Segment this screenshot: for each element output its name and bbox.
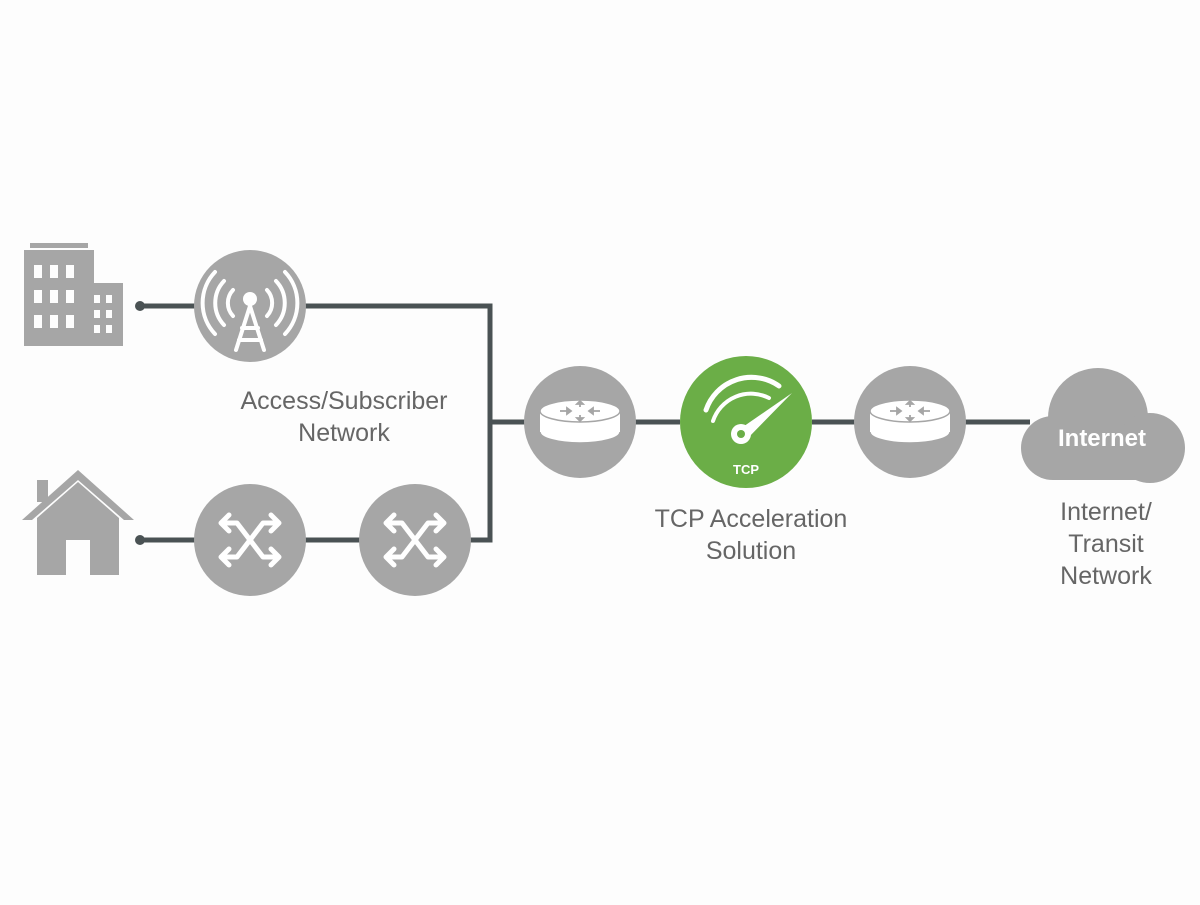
router-node-1 [524,366,636,478]
router-node-2 [854,366,966,478]
switch-icon [218,512,282,568]
endpoint-dot-home [135,535,145,545]
internet-transit-label-line2: Transit [1068,530,1144,558]
tcp-solution-label-line1: TCP Acceleration [654,505,848,533]
internet-transit-label-line3: Network [1060,562,1152,590]
tcp-solution-label: TCP Acceleration Solution [636,503,866,567]
switch-icon [383,512,447,568]
tcp-solution-label-line2: Solution [705,537,797,565]
cloud-icon [1021,368,1185,483]
cell-tower-icon [200,270,300,352]
internet-cloud-label: Internet [1058,425,1146,452]
access-network-label-line2: Network [298,419,390,447]
switch-node-1 [194,484,306,596]
router-icon [539,399,621,444]
internet-transit-label-line1: Internet/ [1060,498,1152,526]
cell-tower-node [194,250,306,362]
internet-transit-label: Internet/ Transit Network [1036,496,1176,592]
switch-node-2 [359,484,471,596]
endpoint-dot-office [135,301,145,311]
line-switch-to-trunk [470,425,493,543]
access-network-label: Access/Subscriber Network [226,385,462,449]
office-building-icon [24,243,123,346]
router-icon [869,399,951,444]
access-network-label-line1: Access/Subscriber [240,387,448,415]
tcp-badge-text: TCP [733,462,759,477]
house-icon [22,470,134,575]
speedometer-icon [703,374,792,444]
line-tower-to-trunk [305,303,493,425]
connection-lines [140,303,1030,543]
tcp-accelerator-node: TCP [680,356,812,488]
